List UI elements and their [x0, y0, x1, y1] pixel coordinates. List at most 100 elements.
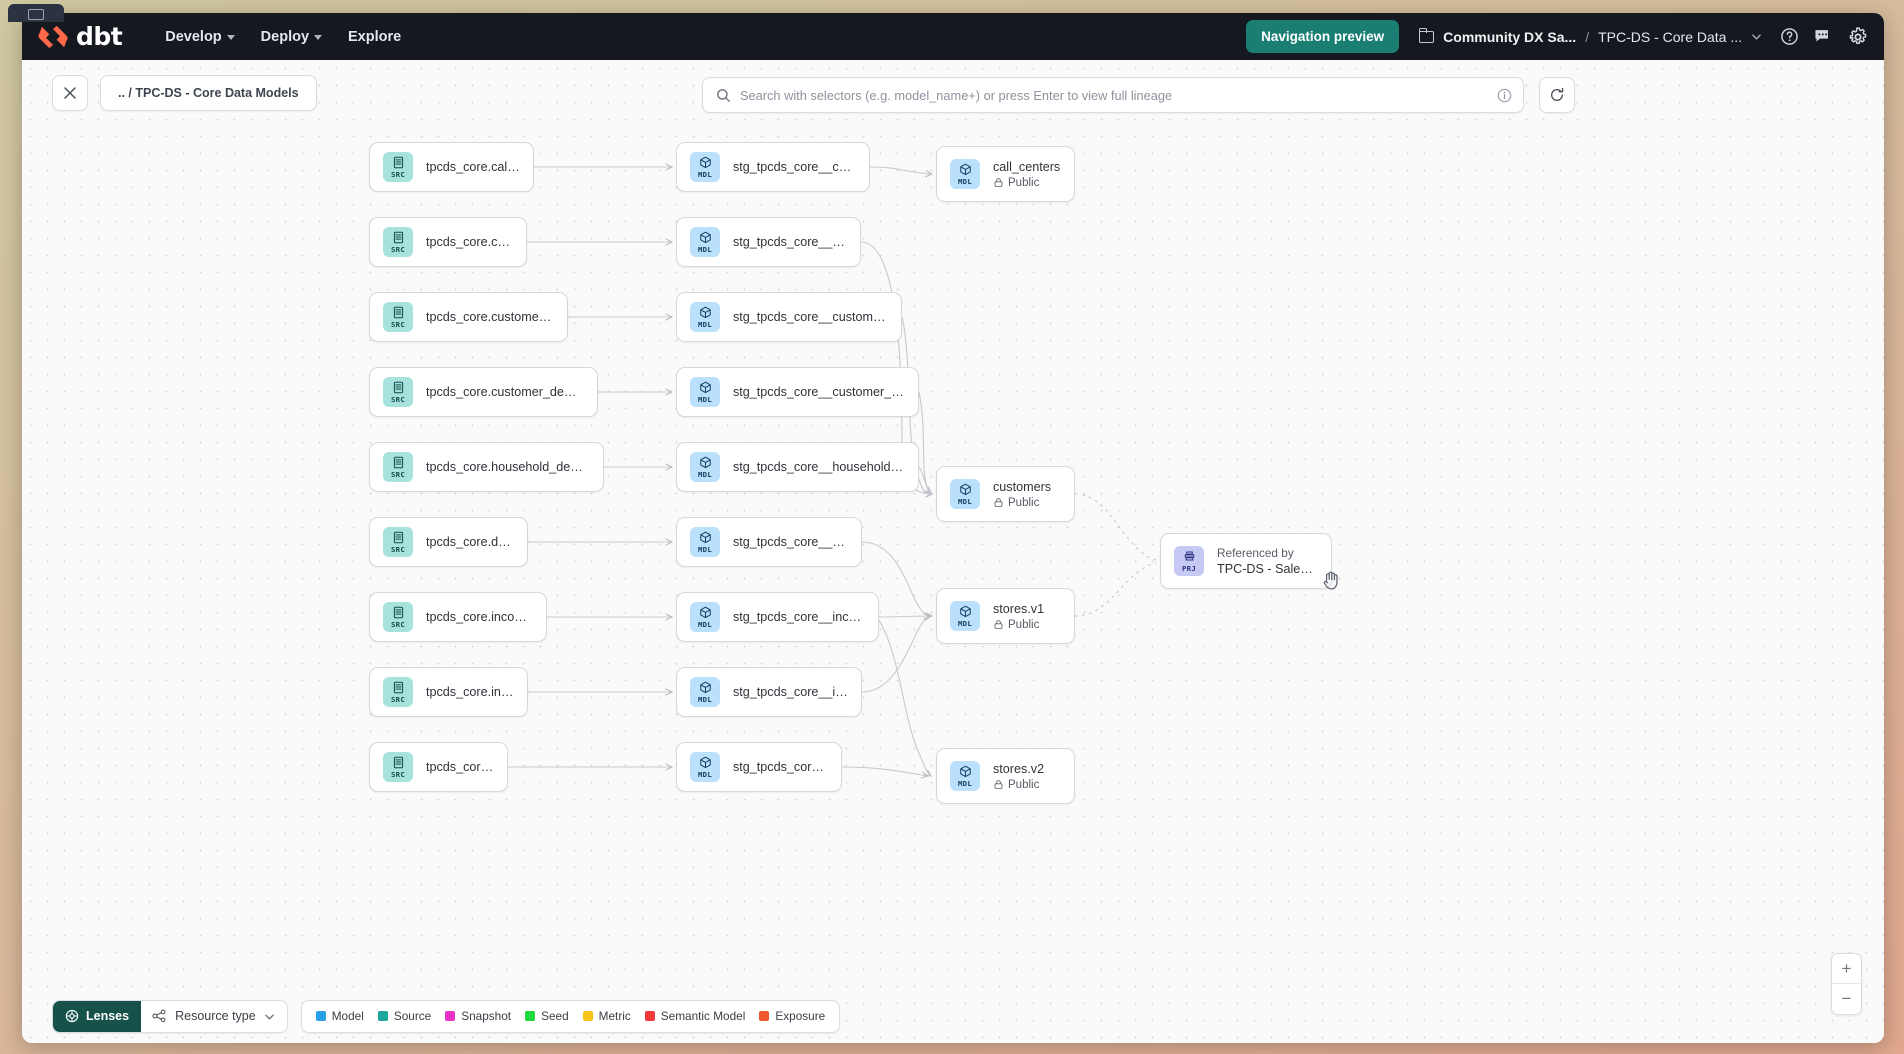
- chevron-down-icon[interactable]: [1751, 31, 1762, 42]
- node-title: TPC-DS - Sales Analytics: [1217, 562, 1319, 576]
- legend-label: Semantic Model: [660, 1009, 746, 1023]
- refresh-button[interactable]: [1539, 77, 1575, 113]
- lenses-button[interactable]: Lenses: [53, 1000, 142, 1032]
- zoom-controls: + −: [1831, 953, 1862, 1015]
- legend-swatch: [759, 1011, 770, 1021]
- resource-type-dropdown[interactable]: Resource type: [141, 1000, 287, 1032]
- legend-item-source[interactable]: Source: [377, 1009, 431, 1023]
- legend-label: Model: [331, 1009, 364, 1023]
- node-type-badge-mdl: MDL: [690, 602, 720, 632]
- node-title: stg_tpcds_core__customer: [733, 235, 848, 249]
- account-name[interactable]: Community DX Sa...: [1443, 28, 1577, 45]
- legend-item-model[interactable]: Model: [315, 1009, 364, 1023]
- lineage-search-bar[interactable]: [702, 77, 1524, 113]
- node-labels: stg_tpcds_core__household_demogr…: [733, 460, 918, 474]
- node-labels: tpcds_core.date_dim: [426, 535, 527, 549]
- nav-item-develop[interactable]: Develop: [152, 22, 247, 52]
- nav-item-explore[interactable]: Explore: [335, 22, 414, 52]
- node-title: tpcds_core.household_demographics: [426, 460, 591, 474]
- lineage-node-model[interactable]: MDLstg_tpcds_core__customer_demogra…: [676, 367, 919, 417]
- lineage-node-model[interactable]: MDL stg_tpcds_core__income_band: [676, 592, 879, 642]
- zoom-out-button[interactable]: −: [1841, 989, 1852, 1008]
- legend-item-exposure[interactable]: Exposure: [759, 1009, 825, 1023]
- node-type-badge-src: SRC: [383, 752, 413, 782]
- node-type-badge-src: SRC: [383, 152, 413, 182]
- breadcrumb-chip[interactable]: .. / TPC-DS - Core Data Models: [100, 75, 317, 111]
- project-name[interactable]: TPC-DS - Core Data ...: [1598, 28, 1742, 45]
- cube-icon: [699, 231, 711, 244]
- legend-item-metric[interactable]: Metric: [582, 1009, 631, 1023]
- gear-icon[interactable]: [1848, 26, 1868, 47]
- legend-item-semantic-model[interactable]: Semantic Model: [644, 1009, 746, 1023]
- legend-swatch: [525, 1011, 536, 1021]
- lenses-icon: [65, 1009, 79, 1023]
- info-icon[interactable]: [1497, 88, 1512, 103]
- node-type-badge-src: SRC: [383, 527, 413, 557]
- help-circle-icon[interactable]: [1780, 27, 1799, 46]
- search-input[interactable]: [740, 87, 1497, 103]
- node-title: stg_tpcds_core__inventory: [733, 685, 849, 699]
- node-type-badge-mdl: MDL: [690, 302, 720, 332]
- node-type-badge-label: MDL: [697, 319, 713, 329]
- legend-item-seed[interactable]: Seed: [525, 1009, 569, 1023]
- node-access: Public: [993, 497, 1051, 509]
- node-type-badge-label: MDL: [697, 769, 713, 779]
- database-icon: [393, 531, 403, 544]
- node-labels: stg_tpcds_core__income_band: [733, 610, 878, 624]
- node-type-badge-src: SRC: [383, 602, 413, 632]
- lenses-label: Lenses: [86, 1009, 130, 1023]
- dbt-logo[interactable]: dbt: [38, 22, 123, 51]
- node-title: tpcds_core.customer_address: [426, 310, 555, 324]
- chevron-down-icon: [264, 1014, 274, 1020]
- nav-item-deploy[interactable]: Deploy: [248, 22, 335, 52]
- cube-icon: [699, 531, 711, 544]
- node-type-badge-mdl: MDL: [950, 159, 980, 189]
- node-title: customers: [993, 479, 1052, 494]
- cube-icon: [699, 606, 711, 619]
- lineage-node-source[interactable]: SRC tpcds_core.date_dim: [369, 517, 528, 567]
- node-type-badge-src: SRC: [383, 452, 413, 482]
- cube-icon: [959, 765, 971, 778]
- node-access: Public: [993, 779, 1044, 791]
- node-type-badge-label: MDL: [697, 394, 713, 404]
- lineage-canvas[interactable]: .. / TPC-DS - Core Data Models: [22, 60, 1884, 1043]
- node-labels: tpcds_core.customer_address: [426, 310, 567, 324]
- navigation-preview-button[interactable]: Navigation preview: [1246, 20, 1400, 53]
- browser-tab-nub: [8, 4, 64, 22]
- zoom-in-button[interactable]: +: [1832, 954, 1861, 984]
- legend-item-snapshot[interactable]: Snapshot: [445, 1009, 511, 1023]
- lineage-node-source[interactable]: SRC tpcds_core.household_demographics: [369, 442, 604, 492]
- node-type-badge-label: SRC: [390, 244, 406, 254]
- node-type-badge-label: MDL: [957, 778, 973, 788]
- lineage-node-model[interactable]: MDLstg_tpcds_core__household_demogr…: [676, 442, 919, 492]
- node-type-badge-label: SRC: [390, 469, 406, 479]
- node-type-badge-mdl: MDL: [950, 601, 980, 631]
- feedback-icon[interactable]: [1814, 28, 1833, 46]
- lock-icon: [994, 498, 1003, 507]
- node-type-badge-src: SRC: [383, 377, 413, 407]
- close-lineage-button[interactable]: [52, 75, 88, 111]
- bottom-toolbar: Lenses Resource type: [22, 989, 1884, 1043]
- legend-label: Metric: [598, 1009, 631, 1023]
